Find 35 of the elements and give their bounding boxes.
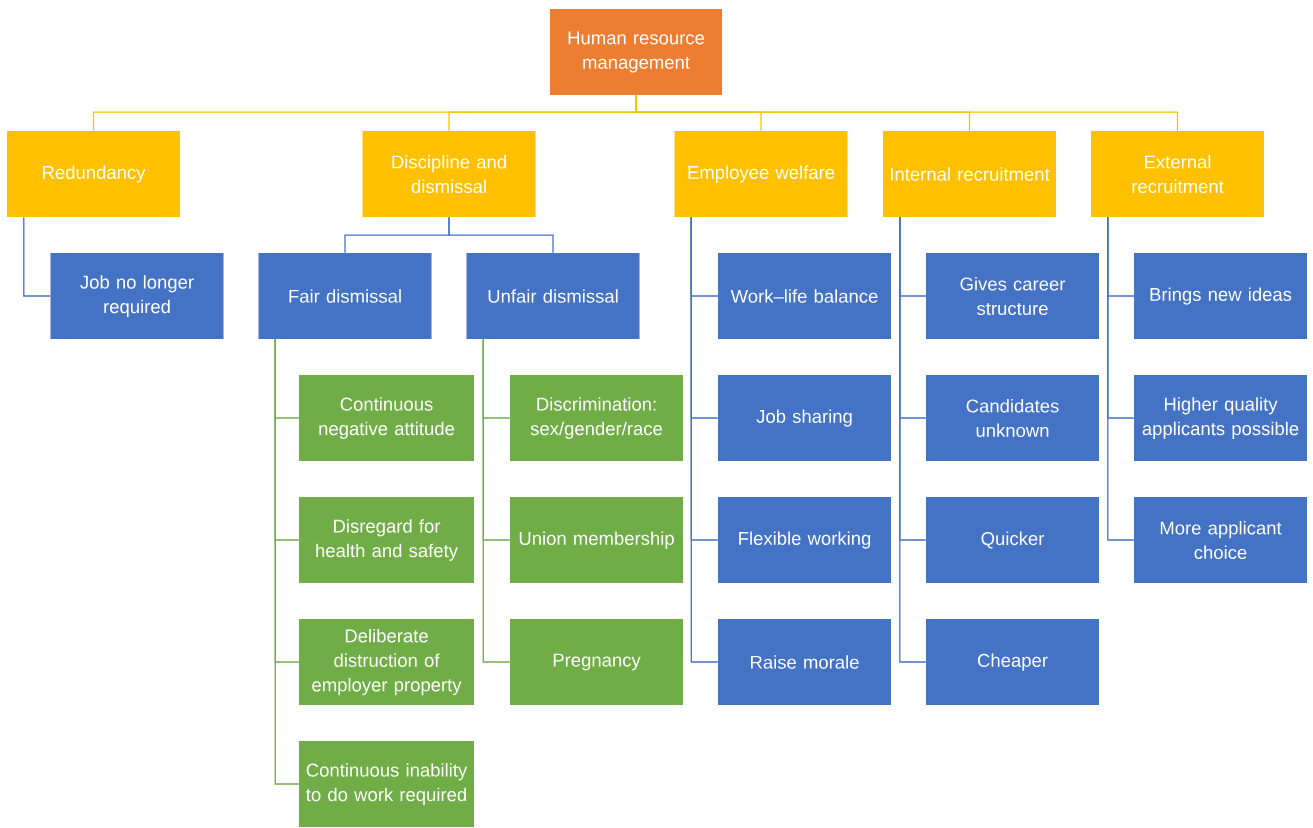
item-box: Candidates unknown xyxy=(926,375,1099,461)
item-box: Gives career structure xyxy=(926,253,1099,339)
category-box: Employee welfare xyxy=(674,131,848,217)
reason-box: Disregard for health and safety xyxy=(299,497,474,583)
category-box: Discipline and dismissal xyxy=(362,131,536,217)
connector-line xyxy=(274,338,300,785)
item-box: Work–life balance xyxy=(718,253,891,339)
item-box: Fair dismissal xyxy=(258,253,432,339)
connector-line xyxy=(482,338,511,663)
category-box: Redundancy xyxy=(7,131,180,217)
item-box: Brings new ideas xyxy=(1134,253,1307,339)
connector-line xyxy=(23,216,51,297)
connector-line xyxy=(448,216,554,254)
connector-line xyxy=(635,94,1179,132)
connector-line xyxy=(1107,216,1135,541)
category-box: External recruitment xyxy=(1091,131,1264,217)
item-box: Raise morale xyxy=(718,619,891,705)
connector-line xyxy=(690,216,719,663)
category-box: Internal recruitment xyxy=(883,131,1056,217)
connector-line xyxy=(899,216,927,663)
reason-box: Discrimination: sex/gender/race xyxy=(510,375,683,461)
reason-box: Continuous negative attitude xyxy=(299,375,474,461)
item-box: Quicker xyxy=(926,497,1099,583)
item-box: Flexible working xyxy=(718,497,891,583)
reason-box: Continuous inability to do work required xyxy=(299,741,474,827)
reason-box: Union membership xyxy=(510,497,683,583)
item-box: More applicant choice xyxy=(1134,497,1307,583)
reason-box: Deliberate distruction of employer property xyxy=(299,619,474,705)
item-box: Job no longer required xyxy=(50,253,224,339)
item-box: Cheaper xyxy=(926,619,1099,705)
item-box: Unfair dismissal xyxy=(466,253,640,339)
item-box: Higher quality applicants possible xyxy=(1134,375,1307,461)
item-box: Job sharing xyxy=(718,375,891,461)
reason-box: Pregnancy xyxy=(510,619,683,705)
heading-box: Human resource management xyxy=(550,9,722,95)
